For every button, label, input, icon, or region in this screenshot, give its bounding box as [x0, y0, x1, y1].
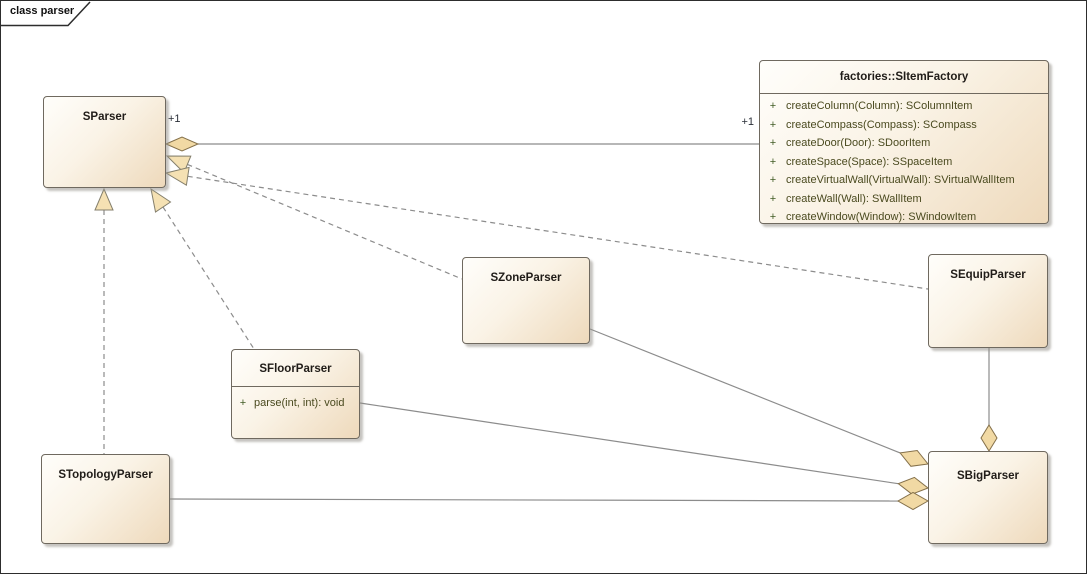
edge-realization-szoneparser-sparser[interactable] — [165, 155, 463, 280]
aggregation-diamond — [980, 424, 998, 452]
method-row[interactable]: + createVirtualWall(VirtualWall): SVirtua… — [760, 171, 1048, 190]
class-title: STopologyParser — [58, 469, 153, 481]
class-title: SFloorParser — [232, 350, 359, 387]
frame-tab: class parser — [10, 5, 75, 17]
visibility-symbol: + — [769, 155, 777, 168]
class-title: SEquipParser — [950, 269, 1026, 281]
method-signature: createCompass(Compass): SCompass — [786, 118, 977, 131]
method-signature: parse(int, int): void — [254, 397, 345, 409]
method-row[interactable]: + createWall(Wall): SWallItem — [760, 190, 1048, 209]
aggregation-diamond — [897, 476, 930, 495]
realization-line — [187, 163, 463, 280]
realization-arrowhead — [164, 166, 190, 187]
class-title: SBigParser — [956, 470, 1019, 482]
aggregation-diamond — [899, 449, 929, 467]
method-signature: createColumn(Column): SColumnItem — [786, 100, 973, 112]
class-sequipparser[interactable]: SEquipParser — [928, 254, 1048, 348]
edge-realization-sequipparser-sparser[interactable] — [164, 166, 929, 290]
visibility-symbol: + — [769, 118, 777, 131]
realization-arrowhead — [150, 187, 172, 213]
method-compartment: + parse(int, int): void — [232, 387, 359, 413]
method-row[interactable]: + createWindow(Window): SWindowItem — [760, 208, 1048, 227]
method-signature: createVirtualWall(VirtualWall): SVirtual… — [786, 174, 1015, 186]
method-signature: createWall(Wall): SWallItem — [786, 192, 922, 205]
aggregation-line — [169, 498, 899, 502]
edge-aggregation-sparser-sitemfactory[interactable] — [164, 136, 759, 152]
aggregation-line — [589, 328, 901, 454]
class-sfloorparser[interactable]: SFloorParser + parse(int, int): void — [231, 349, 360, 439]
method-signature: createSpace(Space): SSpaceItem — [786, 155, 953, 168]
frame-tab-outline — [1, 1, 91, 27]
class-title: SZoneParser — [490, 272, 562, 284]
realization-line — [162, 206, 255, 350]
aggregation-line — [359, 402, 899, 485]
edge-realization-sfloorparser-sparser[interactable] — [150, 187, 255, 350]
class-sparser[interactable]: SParser — [43, 96, 166, 188]
class-sbigparser[interactable]: SBigParser — [928, 451, 1048, 544]
class-sitemfactory[interactable]: factories::SItemFactory + createColumn(Co… — [759, 60, 1049, 224]
visibility-symbol: + — [769, 100, 777, 112]
method-row[interactable]: + createCompass(Compass): SCompass — [760, 116, 1048, 135]
multiplicity-label-sparser: +1 — [168, 113, 181, 125]
visibility-symbol: + — [769, 174, 777, 186]
method-row[interactable]: + parse(int, int): void — [232, 394, 359, 413]
method-row[interactable]: + createDoor(Door): SDoorItem — [760, 134, 1048, 153]
edge-aggregation-sequipparser-sbigparser[interactable] — [980, 348, 998, 452]
aggregation-diamond — [164, 136, 200, 152]
edge-aggregation-sfloorparser-sbigparser[interactable] — [359, 402, 930, 495]
class-title: factories::SItemFactory — [760, 61, 1048, 94]
visibility-symbol: + — [769, 192, 777, 205]
class-stopologyparser[interactable]: STopologyParser — [41, 454, 170, 544]
method-row[interactable]: + createColumn(Column): SColumnItem — [760, 97, 1048, 116]
method-signature: createDoor(Door): SDoorItem — [786, 137, 931, 149]
visibility-symbol: + — [769, 211, 777, 223]
realization-arrowhead — [94, 187, 114, 211]
edge-realization-stopologyparser-sparser[interactable] — [94, 187, 114, 454]
multiplicity-label-sitemfactory: +1 — [741, 116, 754, 128]
method-signature: createWindow(Window): SWindowItem — [786, 211, 977, 223]
class-title: SParser — [82, 111, 127, 123]
aggregation-diamond — [896, 491, 930, 511]
class-szoneparser[interactable]: SZoneParser — [462, 257, 590, 344]
realization-line — [187, 175, 929, 290]
edge-aggregation-szoneparser-sbigparser[interactable] — [589, 328, 929, 467]
method-row[interactable]: + createSpace(Space): SSpaceItem — [760, 153, 1048, 172]
method-compartment: + createColumn(Column): SColumnItem + crea… — [760, 94, 1048, 227]
visibility-symbol: + — [239, 397, 247, 409]
visibility-symbol: + — [769, 137, 777, 149]
edge-aggregation-stopologyparser-sbigparser[interactable] — [169, 491, 930, 511]
